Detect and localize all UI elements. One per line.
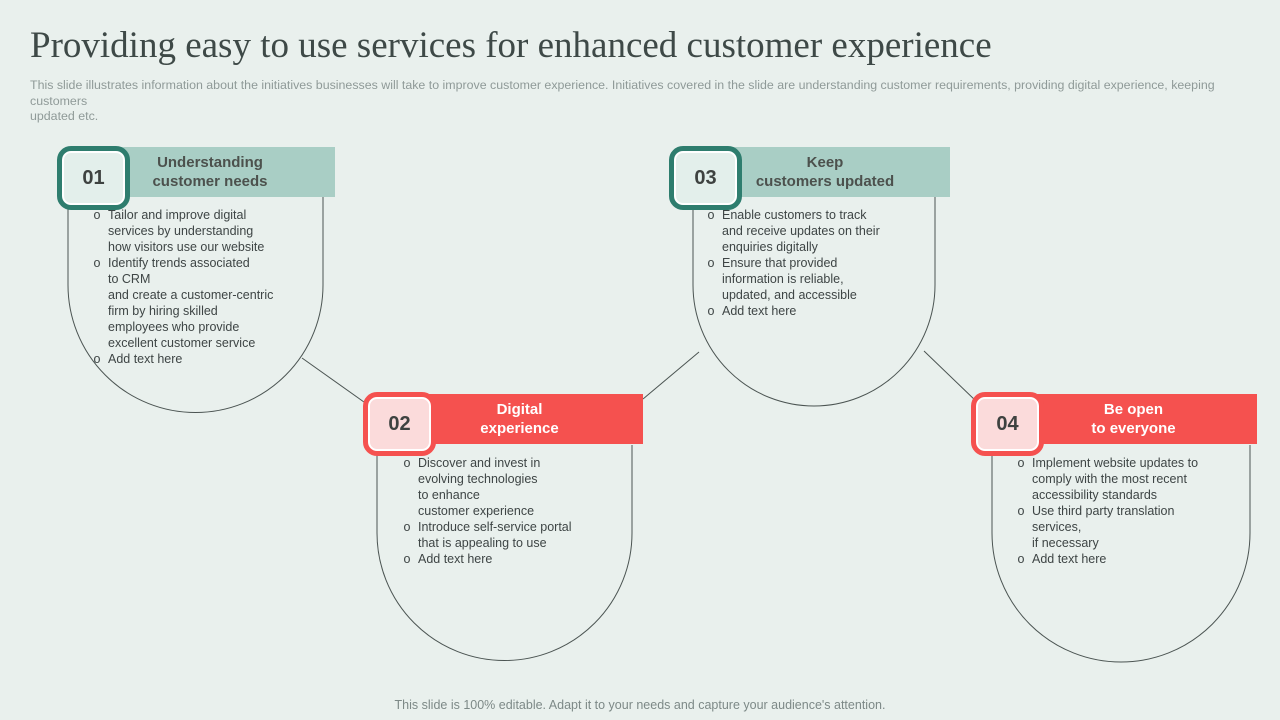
container-outline-03	[692, 197, 936, 407]
bullet-item: o Ensure that provided information is re…	[700, 255, 928, 303]
bullet-marker: o	[93, 256, 101, 270]
section-02-number-badge: 02	[363, 392, 436, 456]
bullet-item: o Add text here	[86, 351, 322, 367]
bullet-item: o Implement website updates to comply wi…	[1010, 455, 1252, 503]
bullet-marker: o	[403, 552, 411, 566]
section-02-bullet-list: o Discover and invest in evolving techno…	[396, 455, 632, 567]
section-02-title: Digital experience	[480, 401, 559, 437]
section-04-title: Be open to everyone	[1091, 401, 1176, 437]
footer-note: This slide is 100% editable. Adapt it to…	[394, 698, 886, 712]
section-01-number: 01	[82, 166, 105, 189]
bullet-item: o Tailor and improve digital services by…	[86, 207, 322, 255]
section-02-number: 02	[388, 412, 411, 435]
section-03-title: Keep customers updated	[755, 154, 895, 190]
section-03-number-badge: 03	[669, 146, 742, 210]
container-outline-04	[991, 445, 1251, 663]
bullet-marker: o	[403, 520, 411, 534]
section-03-number: 03	[694, 166, 717, 189]
section-04-number-badge: 04	[971, 392, 1044, 456]
bullet-item: o Discover and invest in evolving techno…	[396, 455, 632, 519]
connector-02-to-03	[642, 351, 700, 400]
connector-01-to-02	[301, 357, 372, 408]
section-01-title: Understanding customer needs	[152, 154, 268, 190]
section-01-bullet-list: o Tailor and improve digital services by…	[86, 207, 322, 367]
bullet-marker: o	[93, 352, 101, 366]
bullet-item: o Enable customers to track and receive …	[700, 207, 928, 255]
section-04-header-band: Be open to everyone	[1010, 394, 1257, 444]
bullet-marker: o	[1017, 552, 1025, 566]
bullet-marker: o	[707, 304, 715, 318]
section-03-bullet-list: o Enable customers to track and receive …	[700, 207, 928, 319]
container-outline-01	[67, 197, 324, 413]
bullet-item: o Add text here	[396, 551, 632, 567]
bullet-item: o Introduce self-service portal that is …	[396, 519, 632, 551]
container-outline-02	[376, 445, 633, 661]
bullet-item: o Use third party translation services, …	[1010, 503, 1252, 551]
bullet-marker: o	[403, 456, 411, 470]
page-title: Providing easy to use services for enhan…	[30, 25, 992, 66]
bullet-item: o Identify trends associated to CRM and …	[86, 255, 322, 351]
bullet-item: o Add text here	[1010, 551, 1252, 567]
bullet-item: o Add text here	[700, 303, 928, 319]
section-04-number: 04	[996, 412, 1019, 435]
bullet-marker: o	[93, 208, 101, 222]
section-02-header-band: Digital experience	[396, 394, 643, 444]
bullet-marker: o	[707, 208, 715, 222]
bullet-marker: o	[1017, 456, 1025, 470]
connector-03-to-04	[923, 350, 978, 403]
section-01-number-badge: 01	[57, 146, 130, 210]
bullet-marker: o	[1017, 504, 1025, 518]
bullet-marker: o	[707, 256, 715, 270]
section-04-bullet-list: o Implement website updates to comply wi…	[1010, 455, 1252, 567]
slide-description: This slide illustrates information about…	[30, 78, 1215, 123]
